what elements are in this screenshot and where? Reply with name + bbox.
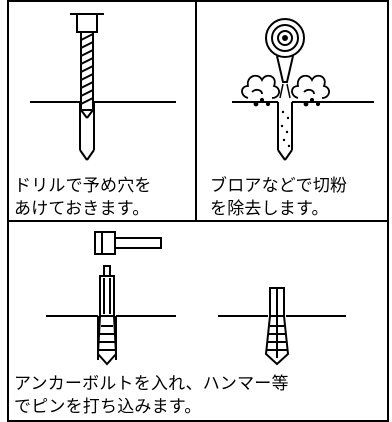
hammer-anchor-icon: [94, 231, 162, 255]
air-stream: [279, 83, 291, 99]
drill-bit-icon: [70, 13, 104, 119]
step-3-caption-line-2: でピンを打ち込みます。: [14, 397, 202, 417]
step-1-caption-line-2: あけておきます。: [14, 199, 150, 219]
drilled-hole-1: [30, 101, 176, 161]
blower-icon: [265, 18, 305, 83]
chip-dust-dots: [280, 110, 291, 148]
step-3-caption-line-1: アンカーボルトを入れ、ハンマー等: [14, 374, 289, 394]
step-2-caption-line-1: ブロアなどで切粉: [210, 176, 348, 196]
step-2-caption-line-2: を除去します。: [210, 199, 329, 219]
step-1-caption-line-1: ドリルで予め穴を: [14, 176, 152, 196]
anchor-bolt-after: [264, 287, 290, 366]
dust-cloud-right-icon: [291, 74, 330, 107]
grid-frame: [7, 0, 389, 422]
anchor-bolt-before: [96, 265, 118, 366]
drilled-hole-2: [232, 101, 374, 161]
drilled-hole-3a: [46, 315, 176, 360]
dust-cloud-left-icon: [241, 74, 280, 107]
